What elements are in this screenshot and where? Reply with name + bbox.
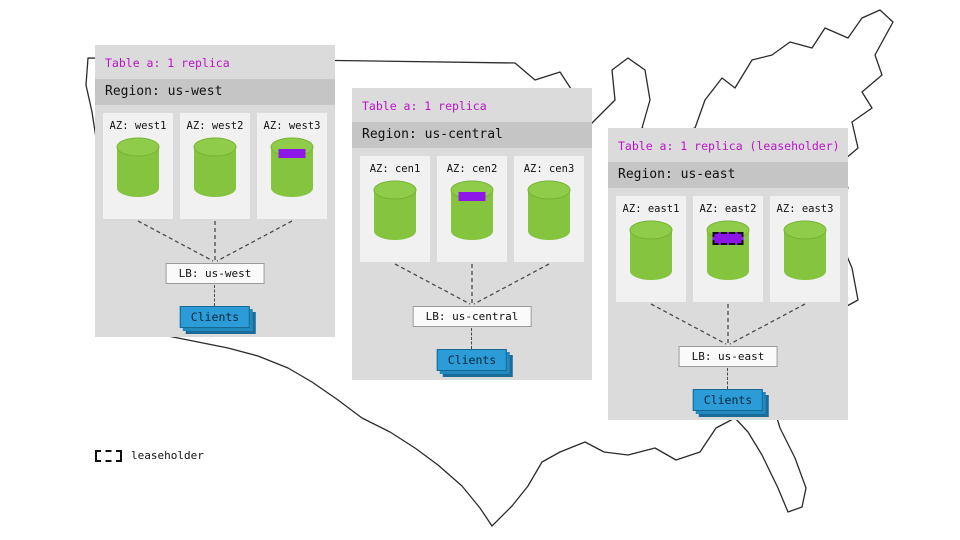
leaseholder-swatch-icon — [95, 449, 122, 462]
az-row: AZ: cen1 AZ: cen2 AZ: cen3 — [360, 156, 584, 262]
az-box: AZ: east3 — [770, 196, 840, 302]
clients-connector-line — [727, 368, 728, 389]
region-label: Region: us-west — [95, 79, 335, 105]
load-balancer: LB: us-east — [678, 346, 778, 367]
replica-range-indicator — [278, 149, 306, 158]
clients-box: Clients — [436, 349, 508, 371]
az-label: AZ: west2 — [186, 120, 244, 132]
az-label: AZ: east2 — [699, 203, 757, 215]
az-label: AZ: cen2 — [446, 163, 498, 175]
replica-range-indicator — [458, 192, 486, 201]
az-label: AZ: cen3 — [523, 163, 575, 175]
az-row: AZ: east1 AZ: east2 AZ: east3 — [616, 196, 840, 302]
database-cylinder-icon — [115, 136, 161, 200]
az-label: AZ: west1 — [109, 120, 167, 132]
az-box: AZ: west1 — [103, 113, 173, 219]
table-replica-label: Table a: 1 replica (leaseholder) — [618, 139, 840, 153]
region-label: Region: us-east — [608, 162, 848, 188]
database-cylinder-icon — [782, 219, 828, 283]
az-box: AZ: east1 — [616, 196, 686, 302]
az-label: AZ: cen1 — [369, 163, 421, 175]
region-panel-us-west: Table a: 1 replica Region: us-west AZ: w… — [95, 45, 335, 337]
table-replica-label: Table a: 1 replica — [105, 56, 230, 70]
region-label: Region: us-central — [352, 122, 592, 148]
leaseholder-range-indicator — [712, 232, 744, 245]
az-label: AZ: west3 — [263, 120, 321, 132]
load-balancer: LB: us-central — [412, 306, 532, 327]
database-cylinder-icon — [628, 219, 674, 283]
az-row: AZ: west1 AZ: west2 AZ: west3 — [103, 113, 327, 219]
clients-box: Clients — [692, 389, 764, 411]
clients-box: Clients — [179, 306, 251, 328]
legend: leaseholder — [95, 449, 204, 462]
lb-connector-lines — [650, 303, 806, 345]
legend-label: leaseholder — [131, 449, 204, 462]
database-cylinder-icon — [526, 179, 572, 243]
database-cylinder-icon — [372, 179, 418, 243]
database-cylinder-icon — [192, 136, 238, 200]
az-box: AZ: west2 — [180, 113, 250, 219]
az-box: AZ: east2 — [693, 196, 763, 302]
az-label: AZ: east1 — [622, 203, 680, 215]
clients-connector-line — [214, 285, 215, 306]
lb-connector-lines — [137, 220, 293, 262]
clients-connector-line — [471, 328, 472, 349]
region-panel-us-east: Table a: 1 replica (leaseholder) Region:… — [608, 128, 848, 420]
lb-connector-lines — [394, 263, 550, 305]
az-box: AZ: cen2 — [437, 156, 507, 262]
database-cylinder-icon — [269, 136, 315, 200]
table-replica-label: Table a: 1 replica — [362, 99, 487, 113]
az-box: AZ: cen1 — [360, 156, 430, 262]
database-cylinder-icon — [705, 219, 751, 283]
load-balancer: LB: us-west — [165, 263, 265, 284]
az-box: AZ: west3 — [257, 113, 327, 219]
az-box: AZ: cen3 — [514, 156, 584, 262]
az-label: AZ: east3 — [776, 203, 834, 215]
region-panel-us-central: Table a: 1 replica Region: us-central AZ… — [352, 88, 592, 380]
database-cylinder-icon — [449, 179, 495, 243]
